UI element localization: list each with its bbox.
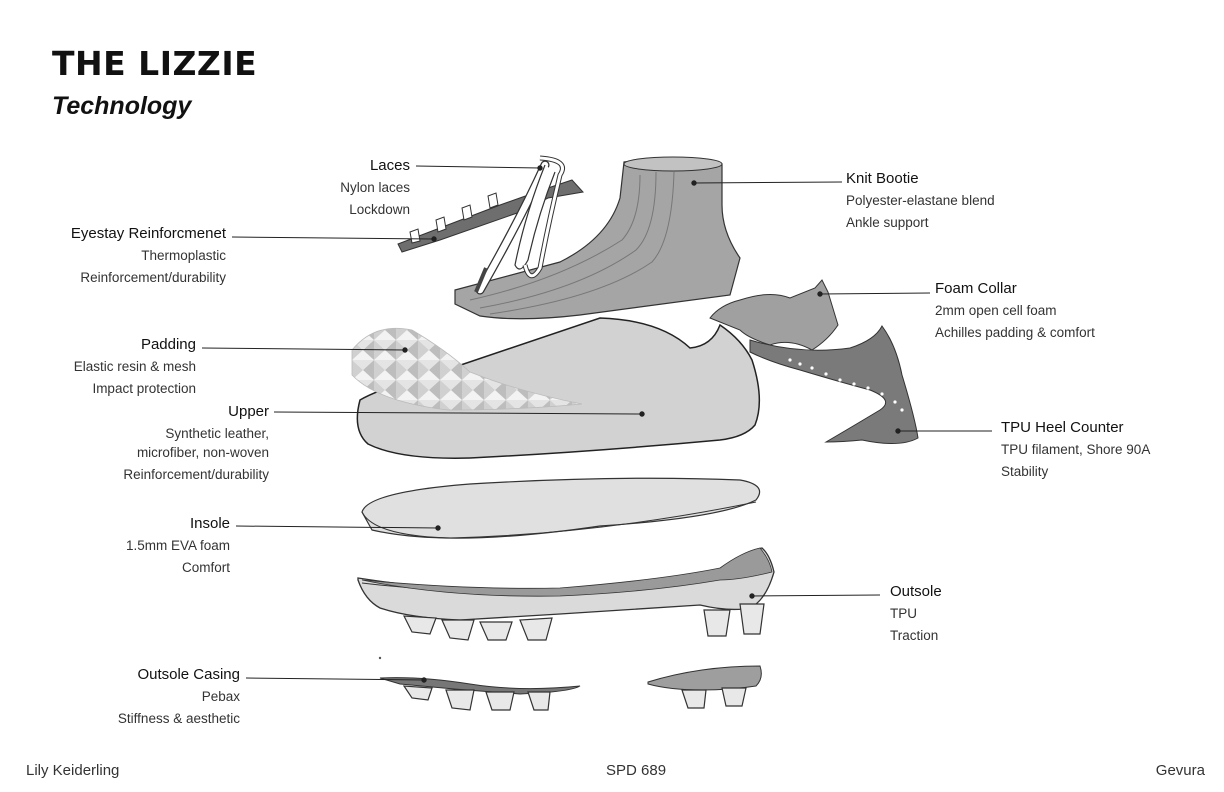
label-eyestay-name: Eyestay Reinforcmenet — [70, 225, 226, 242]
label-heel-desc1: TPU filament, Shore 90A — [1001, 442, 1151, 457]
knit-bootie-part — [454, 156, 741, 320]
outsole-leader — [749, 593, 881, 599]
insole-leader — [235, 525, 441, 531]
label-collar-name: Foam Collar — [935, 280, 1017, 297]
label-upper-desc1: Synthetic leather, — [165, 426, 269, 441]
page-subtitle: Technology — [52, 92, 192, 120]
label-heel-name: TPU Heel Counter — [1001, 419, 1124, 436]
laces-leader — [415, 165, 543, 171]
label-heel-desc2: Stability — [1001, 464, 1049, 479]
label-upper-desc2: Reinforcement/durability — [123, 467, 269, 482]
label-upper-desc1b: microfiber, non-woven — [136, 445, 269, 460]
outsole-casing-part — [378, 656, 762, 711]
eyestay-leader — [231, 236, 437, 242]
label-outsole-desc1: TPU — [890, 606, 917, 621]
label-casing-desc1: Pebax — [201, 689, 240, 704]
padding-leader — [201, 347, 408, 353]
label-casing-name: Outsole Casing — [137, 666, 240, 683]
casing-leader — [245, 677, 427, 683]
padding-part — [351, 327, 583, 411]
footer-author: Lily Keiderling — [26, 762, 120, 779]
label-bootie-desc1: Polyester-elastane blend — [846, 193, 995, 208]
label-eyestay: Eyestay Reinforcmenet Thermoplastic Rein… — [71, 223, 226, 289]
label-insole-desc2: Comfort — [181, 560, 230, 575]
label-bootie-desc2: Ankle support — [846, 215, 929, 230]
label-knit-bootie: Knit Bootie Polyester-elastane blend Ank… — [846, 168, 995, 234]
label-outsole-desc2: Traction — [890, 628, 939, 643]
label-padding-desc1: Elastic resin & mesh — [73, 359, 196, 374]
label-insole-desc1: 1.5mm EVA foam — [125, 538, 230, 553]
foam-collar-part — [709, 279, 839, 351]
label-eyestay-desc1: Thermoplastic — [141, 248, 226, 263]
label-padding: Padding Elastic resin & mesh Impact prot… — [74, 334, 196, 400]
label-laces-name: Laces — [369, 157, 410, 174]
collar-leader — [817, 291, 931, 297]
label-collar-desc1: 2mm open cell foam — [935, 303, 1057, 318]
laces-part — [474, 155, 565, 295]
label-tpu-heel-counter: TPU Heel Counter TPU filament, Shore 90A… — [1001, 417, 1150, 483]
label-laces-desc2: Lockdown — [349, 202, 410, 217]
label-padding-desc2: Impact protection — [92, 381, 196, 396]
label-outsole-casing: Outsole Casing Pebax Stiffness & aesthet… — [118, 664, 240, 730]
label-laces-desc1: Nylon laces — [340, 180, 410, 195]
label-insole: Insole 1.5mm EVA foam Comfort — [126, 513, 230, 579]
insole-part — [361, 477, 761, 539]
footer-brand: Gevura — [1155, 762, 1205, 779]
label-upper: Upper Synthetic leather, microfiber, non… — [123, 402, 269, 484]
label-bootie-name: Knit Bootie — [846, 170, 919, 187]
label-padding-name: Padding — [140, 336, 196, 353]
label-outsole: Outsole TPU Traction — [890, 581, 942, 647]
outsole-part — [357, 547, 775, 641]
bootie-leader — [691, 180, 843, 186]
tpu-heel-counter-part — [749, 325, 919, 444]
label-casing-desc2: Stiffness & aesthetic — [117, 711, 240, 726]
page-title: THE LIZZIE — [52, 44, 258, 83]
label-outsole-name: Outsole — [890, 583, 942, 600]
label-collar-desc2: Achilles padding & comfort — [935, 325, 1095, 340]
footer-course: SPD 689 — [606, 762, 667, 779]
heel-leader — [895, 428, 992, 434]
upper-part — [356, 317, 761, 459]
label-insole-name: Insole — [189, 515, 230, 532]
label-laces: Laces Nylon laces Lockdown — [340, 155, 410, 221]
upper-leader — [273, 411, 645, 417]
label-upper-name: Upper — [228, 403, 269, 420]
label-foam-collar: Foam Collar 2mm open cell foam Achilles … — [935, 278, 1095, 344]
label-eyestay-desc2: Reinforcement/durability — [80, 270, 226, 285]
